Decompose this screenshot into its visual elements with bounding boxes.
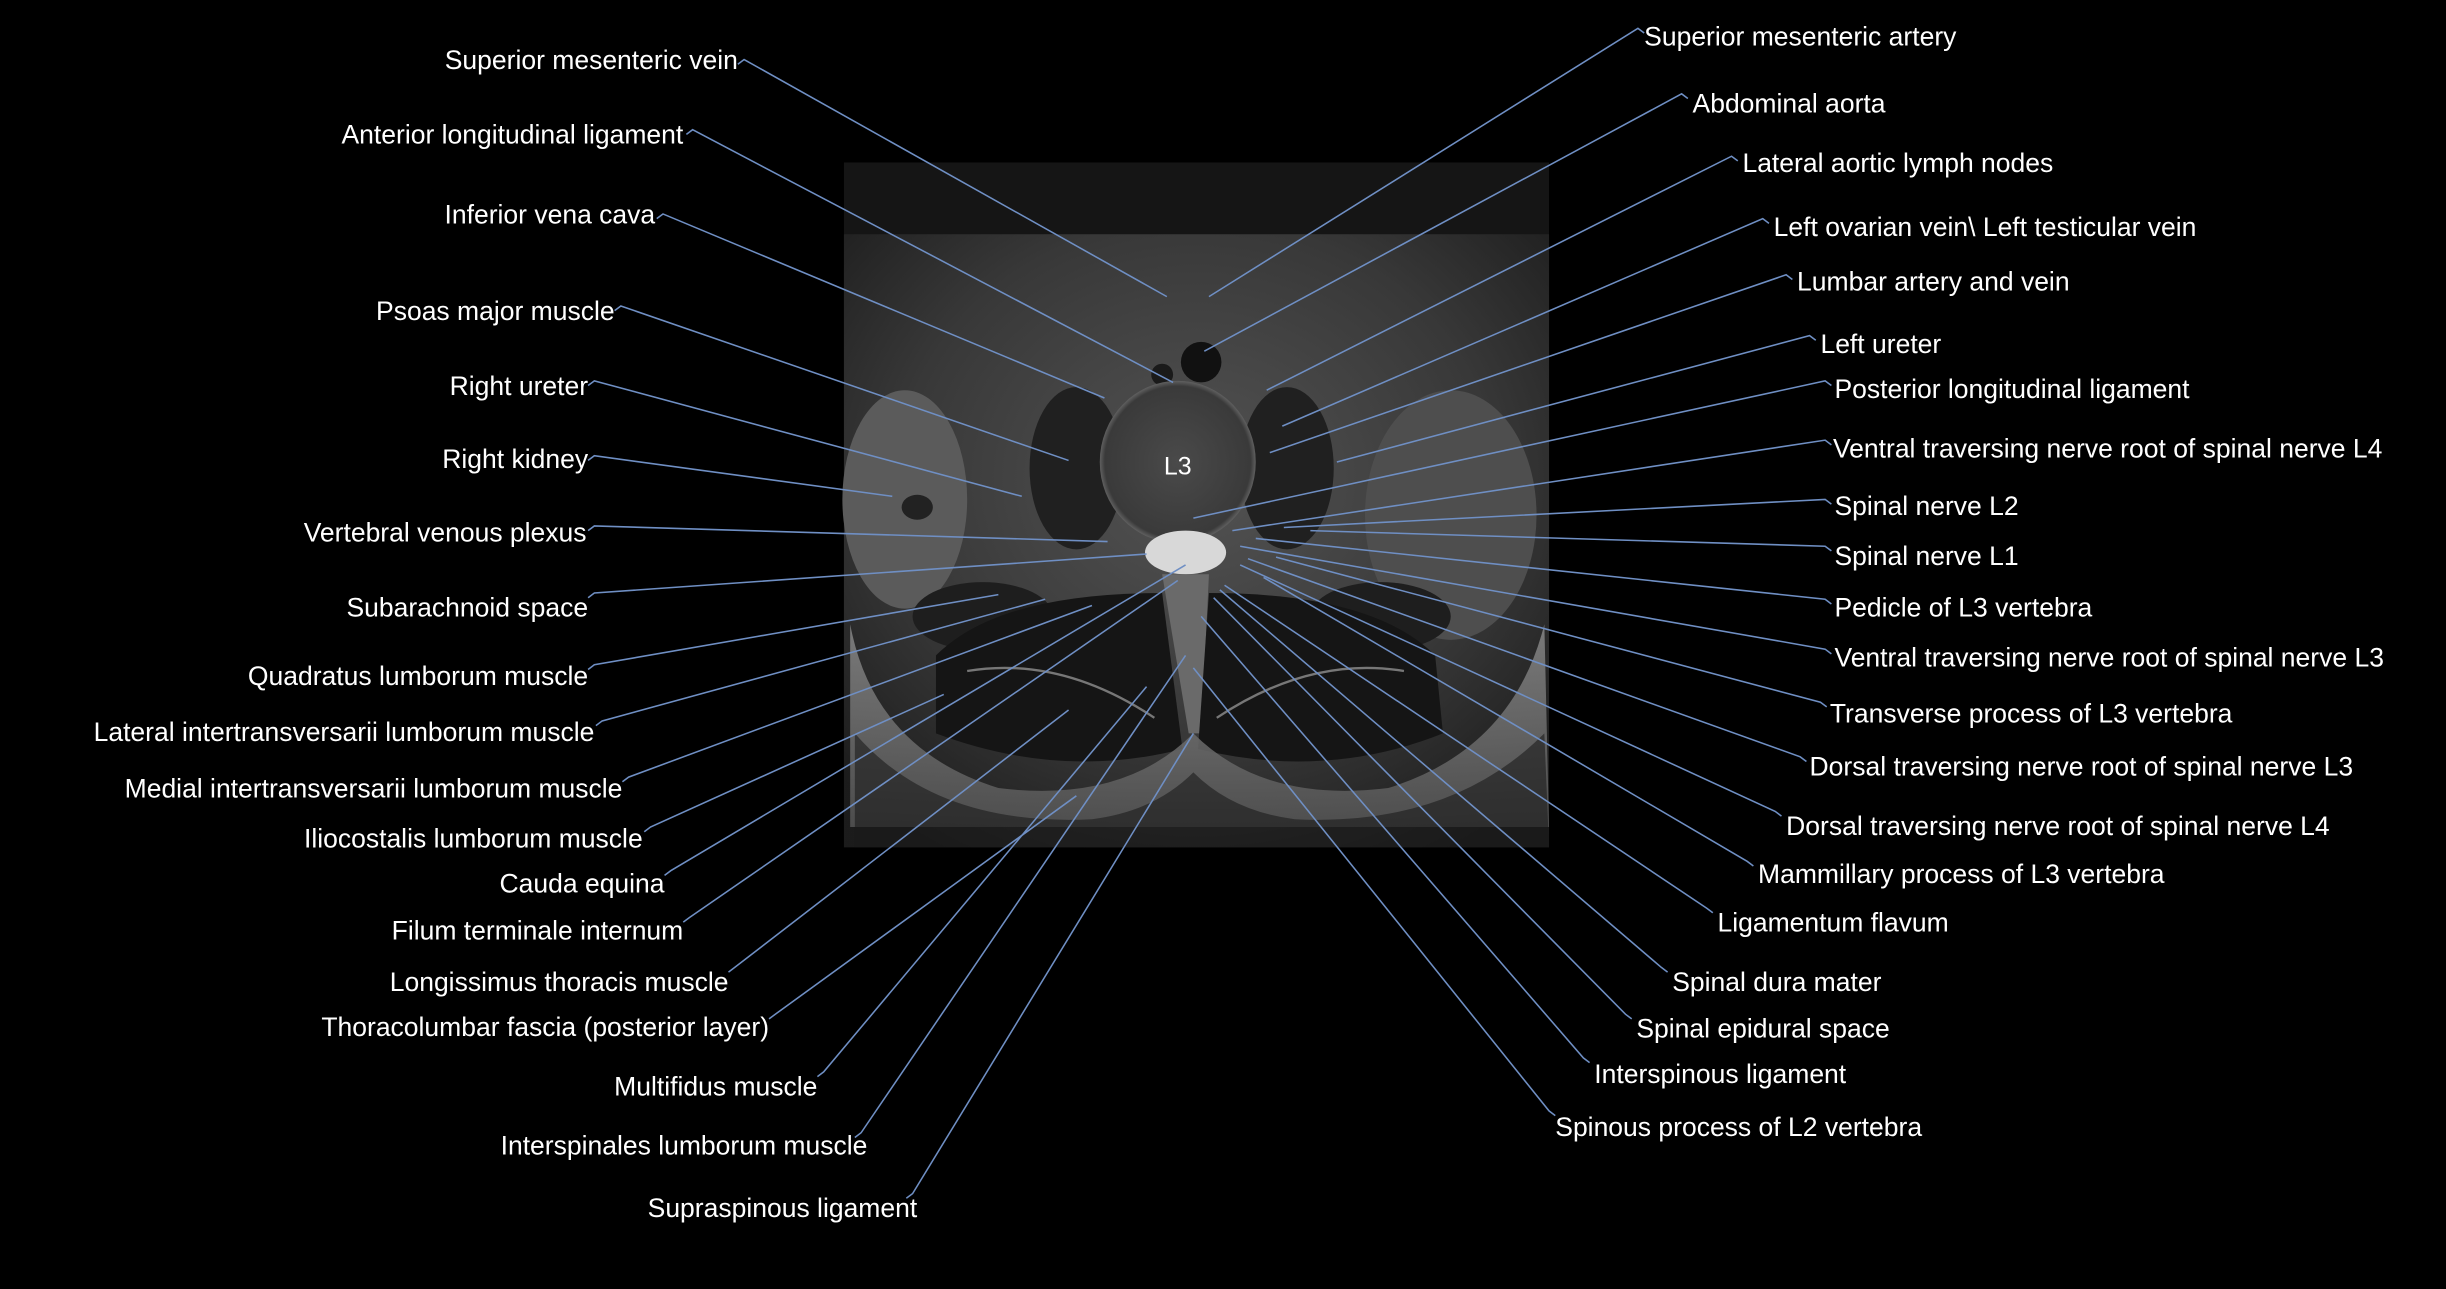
anatomy-label-right: Lumbar artery and vein — [1797, 266, 2070, 296]
leader-line — [1247, 557, 1807, 763]
anatomy-label-right: Left ureter — [1820, 329, 1941, 359]
anatomy-label-left: Vertebral venous plexus — [304, 518, 587, 548]
leader-line — [1266, 155, 1739, 391]
anatomy-label-right: Spinal nerve L2 — [1835, 491, 2019, 521]
leader-line — [1255, 537, 1832, 605]
leader-line — [1193, 380, 1832, 519]
leader-line — [643, 693, 945, 833]
leader-line — [816, 686, 1148, 1078]
leader-lines — [587, 27, 1832, 1199]
leader-line — [1213, 597, 1633, 1020]
leader-line — [682, 579, 1179, 923]
leader-line — [768, 795, 1077, 1020]
anatomy-label-left: Inferior vena cava — [445, 199, 656, 229]
leader-line — [1239, 564, 1782, 817]
anatomy-label-left: Supraspinous ligament — [648, 1193, 918, 1223]
anatomy-label-left: Quadratus lumborum muscle — [248, 661, 588, 691]
leader-line — [1269, 273, 1793, 454]
anatomy-label-left: Medial intertransversarii lumborum muscl… — [125, 773, 623, 803]
leader-line — [1208, 27, 1645, 298]
leader-line — [905, 733, 1195, 1199]
leader-line — [1224, 584, 1714, 914]
leader-line — [656, 213, 1105, 399]
anatomy-label-right: Lateral aortic lymph nodes — [1742, 148, 2053, 178]
leader-line — [1232, 439, 1832, 532]
leader-line — [1263, 576, 1754, 867]
leader-line — [664, 564, 1186, 876]
anatomy-label-left: Psoas major muscle — [376, 296, 615, 326]
leader-line — [614, 305, 1069, 462]
anatomy-label-right: Pedicle of L3 vertebra — [1835, 592, 2093, 622]
anatomy-label-right: Mammillary process of L3 vertebra — [1758, 859, 2165, 889]
anatomy-label-right: Posterior longitudinal ligament — [1835, 374, 2191, 404]
anatomy-label-right: Interspinous ligament — [1594, 1059, 1847, 1089]
anatomy-label-left: Lateral intertransversarii lumborum musc… — [94, 717, 595, 747]
anatomy-label-right: Spinal dura mater — [1672, 967, 1881, 997]
leader-line — [595, 598, 1046, 727]
leader-line — [1283, 498, 1832, 529]
anatomy-label-left: Interspinales lumborum muscle — [501, 1131, 868, 1161]
leader-line — [685, 128, 1174, 384]
anatomy-label-left: Right kidney — [442, 444, 589, 474]
leader-line — [587, 553, 1147, 599]
anatomy-label-left: Filum terminale internum — [392, 915, 684, 945]
leader-line — [1240, 545, 1832, 655]
anatomy-label-right: Left ovarian vein\ Left testicular vein — [1774, 212, 2197, 242]
anatomy-label-left: Multifidus muscle — [614, 1071, 817, 1101]
leader-line — [1200, 615, 1591, 1064]
vertebra-label: L3 — [1164, 452, 1192, 480]
leader-line — [854, 654, 1187, 1139]
anatomy-label-left: Cauda equina — [500, 869, 665, 899]
leader-line — [1275, 556, 1828, 708]
mri-axial-image: L3 — [842, 162, 1550, 848]
anatomy-label-right: Dorsal traversing nerve root of spinal n… — [1810, 752, 2354, 782]
anatomy-label-right: Ventral traversing nerve root of spinal … — [1833, 433, 2382, 463]
leader-line — [1281, 217, 1770, 427]
anatomy-label-right: Transverse process of L3 vertebra — [1830, 698, 2233, 728]
leader-line — [1310, 529, 1832, 552]
anatomy-label-left: Anterior longitudinal ligament — [341, 120, 683, 150]
anatomy-label-right: Dorsal traversing nerve root of spinal n… — [1786, 811, 2330, 841]
anatomy-label-left: Longissimus thoracis muscle — [390, 967, 729, 997]
anatomy-label-right: Superior mesenteric artery — [1644, 21, 1957, 51]
leader-line — [728, 709, 1070, 973]
anatomy-label-left: Superior mesenteric vein — [445, 45, 738, 75]
anatomy-label-left: Thoracolumbar fascia (posterior layer) — [321, 1012, 769, 1042]
leader-line — [1203, 92, 1689, 352]
anatomy-label-right: Spinal nerve L1 — [1835, 541, 2019, 571]
leader-line — [1219, 589, 1669, 973]
anatomy-label-right: Spinous process of L2 vertebra — [1555, 1112, 1922, 1142]
leader-line — [587, 593, 999, 671]
anatomy-label-right: Abdominal aorta — [1693, 89, 1886, 119]
anatomy-label-right: Ventral traversing nerve root of spinal … — [1835, 642, 2384, 672]
anatomy-label-left: Subarachnoid space — [346, 592, 588, 622]
anatomy-label-left: Right ureter — [450, 371, 589, 401]
leader-line — [587, 525, 1108, 543]
leader-line — [737, 58, 1168, 298]
leader-line — [587, 380, 1022, 498]
leader-line — [1336, 334, 1817, 463]
anatomy-label-right: Ligamentum flavum — [1718, 908, 1949, 938]
leader-line — [1192, 667, 1556, 1117]
leader-line — [621, 604, 1093, 783]
anatomy-label-right: Spinal epidural space — [1636, 1014, 1889, 1044]
anatomy-label-left: Iliocostalis lumborum muscle — [304, 823, 643, 853]
leader-line — [587, 454, 893, 498]
